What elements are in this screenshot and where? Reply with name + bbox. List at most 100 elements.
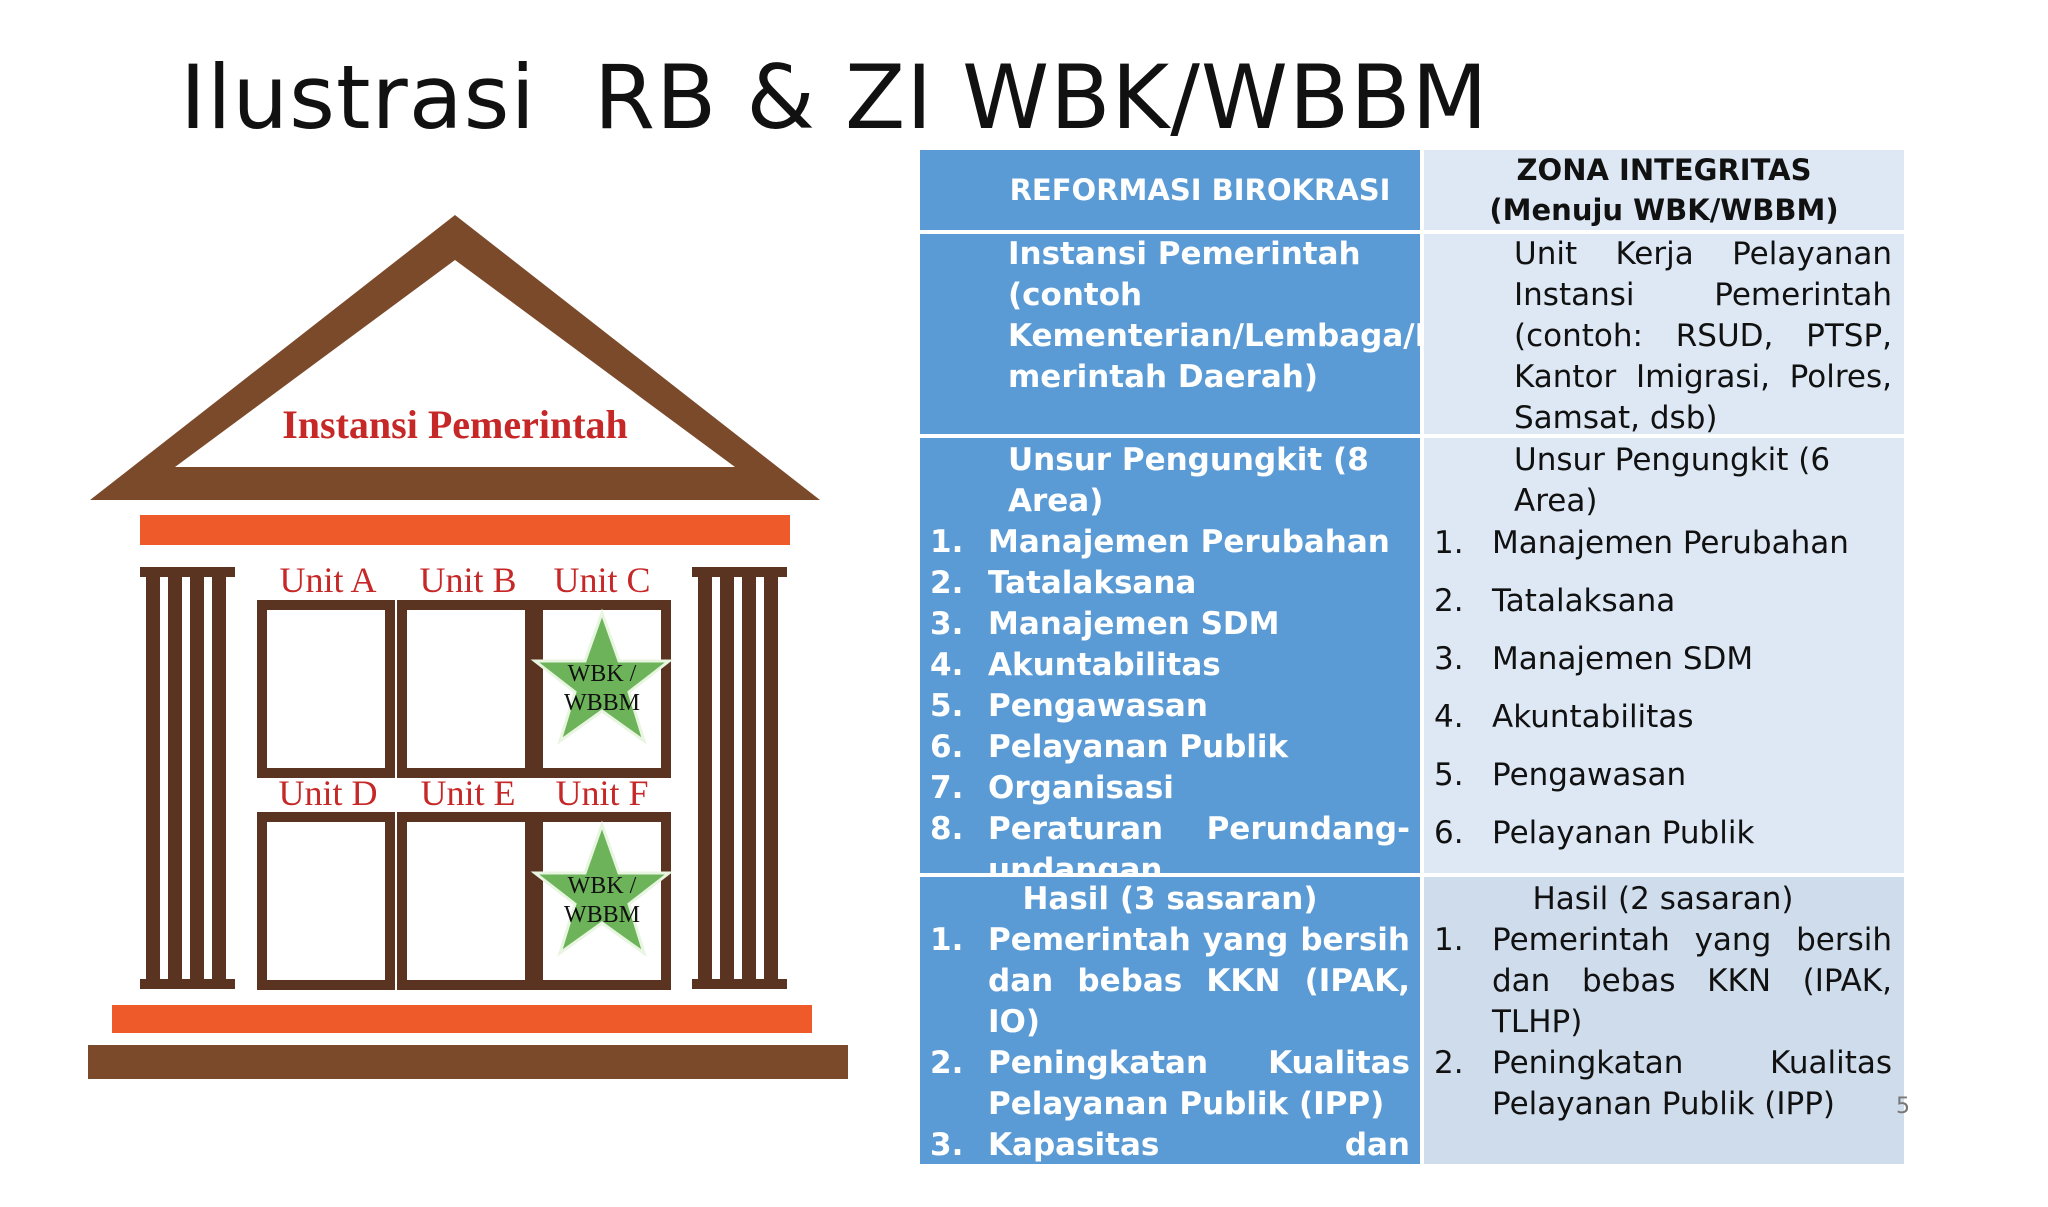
row3-left-title: Hasil (3 sasaran) — [1022, 881, 1318, 917]
column-reformasi-birokrasi: REFORMASI BIROKRASI Instansi Pemerintah … — [920, 150, 1459, 1204]
unit-a-box — [257, 600, 395, 778]
item-text: Akuntabilitas — [988, 647, 1221, 683]
list-item: 1. Pemerintah yang bersih dan bebas KKN (… — [930, 920, 1410, 1043]
row2-right-list: 1. Manajemen Perubahan 2.Tatalaksana 3. Ma… — [1434, 514, 1892, 862]
row3-right-cell: Hasil (2 sasaran) 1. Pemerintah yang bers… — [1424, 877, 1904, 1164]
item-text: Tatalaksana — [1492, 583, 1676, 619]
slide-title: Ilustrasi RB & ZI WBK/WBBM — [180, 46, 1489, 149]
list-item: 4. Akuntabilitas — [930, 645, 1410, 686]
row1-left-line2: (contoh — [1008, 277, 1143, 313]
roof-inner — [175, 260, 735, 467]
row1-right-cell: Unit Kerja Pelayanan Instansi Pemerintah… — [1424, 234, 1904, 436]
item-text: Kapasitas dan Akuntabilitas (AKIP,IJ) — [988, 1127, 1410, 1204]
item-num: 5. — [930, 688, 964, 724]
list-item: 3. Kapasitas dan Akuntabilitas (AKIP,IJ) — [930, 1125, 1410, 1207]
row1-left-cell: Instansi Pemerintah (contoh Kementerian/… — [920, 234, 1459, 434]
comparison-table: REFORMASI BIROKRASI Instansi Pemerintah … — [920, 150, 2048, 1204]
item-num: 4. — [1434, 699, 1464, 735]
item-num: 3. — [930, 606, 964, 642]
item-num: 5. — [1434, 757, 1464, 793]
unit-d-box — [257, 812, 395, 990]
item-num: 8. — [930, 811, 964, 847]
item-num: 1. — [930, 922, 964, 958]
badge-f-line1: WBK / — [568, 873, 637, 899]
header-right-cell: ZONA INTEGRITAS (Menuju WBK/WBBM) — [1424, 150, 1904, 230]
item-text: Pelayanan Publik — [1492, 815, 1755, 851]
row1-left-line3: Kementerian/Lembaga/Pe — [1008, 318, 1459, 354]
badge-c-line2: WBBM — [564, 690, 640, 716]
page-number: 5 — [1896, 1094, 1910, 1119]
row3-left-list: 1. Pemerintah yang bersih dan bebas KKN (… — [930, 920, 1410, 1207]
list-item: 8. Peraturan Perundang-undangan — [930, 809, 1410, 891]
item-num: 1. — [1434, 922, 1464, 958]
row3-right-list: 1. Pemerintah yang bersih dan bebas KKN (… — [1434, 920, 1892, 1125]
list-item: 5. Pengawasan — [1434, 746, 1892, 804]
row1-right-text: Unit Kerja Pelayanan Instansi Pemerintah… — [1514, 236, 1892, 436]
foundation — [88, 1045, 848, 1079]
badge-f-line2: WBBM — [564, 902, 640, 928]
item-num: 3. — [930, 1127, 964, 1163]
item-num: 2. — [1434, 1045, 1464, 1081]
item-text: Pemerintah yang bersih dan bebas KKN (IP… — [988, 922, 1410, 1040]
list-item: 2.Tatalaksana — [930, 563, 1410, 604]
item-text: Pengawasan — [1492, 757, 1687, 793]
wbk-badge-unit-c: WBK / WBBM — [530, 608, 674, 745]
item-num: 2. — [930, 1045, 964, 1081]
list-item: 7. Organisasi — [930, 768, 1410, 809]
header-right-line2: (Menuju WBK/WBBM) — [1489, 193, 1839, 227]
row2-left-title: Unsur Pengungkit (8 Area) — [1008, 442, 1369, 519]
list-item: 1. Manajemen Perubahan — [1434, 514, 1892, 572]
unit-e-box — [397, 812, 535, 990]
unit-f-label: Unit F — [555, 773, 648, 813]
list-item: 2.Tatalaksana — [1434, 572, 1892, 630]
item-num: 1. — [930, 524, 964, 560]
item-text: Manajemen Perubahan — [1492, 525, 1849, 561]
row1-left-line4: merintah Daerah) — [1008, 359, 1319, 395]
roof-label: Instansi Pemerintah — [282, 402, 628, 447]
item-text: Manajemen Perubahan — [988, 524, 1390, 560]
unit-b-label: Unit B — [419, 560, 516, 600]
row2-left-list: 1. Manajemen Perubahan 2.Tatalaksana 3.Ma… — [930, 522, 1410, 891]
unit-e-label: Unit E — [421, 773, 516, 813]
item-num: 1. — [1434, 525, 1464, 561]
item-text: Peraturan Perundang-undangan — [988, 811, 1410, 888]
list-item: 6. Pelayanan Publik — [1434, 804, 1892, 862]
item-text: Pelayanan Publik — [988, 729, 1289, 765]
row3-right-title: Hasil (2 sasaran) — [1532, 881, 1794, 917]
item-num: 7. — [930, 770, 964, 806]
item-text: Peningkatan Kualitas Pelayanan Publik (I… — [988, 1045, 1410, 1122]
unit-c-label: Unit C — [553, 560, 650, 600]
row1-left-line1: Instansi Pemerintah — [1008, 236, 1361, 272]
item-num: 6. — [1434, 815, 1464, 851]
unit-d-label: Unit D — [279, 773, 378, 813]
item-text: Peningkatan Kualitas Pelayanan Publik (I… — [1492, 1045, 1892, 1122]
header-left-cell: REFORMASI BIROKRASI — [920, 150, 1420, 230]
list-item: 5.Pengawasan — [930, 686, 1410, 727]
item-num: 3. — [1434, 641, 1464, 677]
item-text: Pemerintah yang bersih dan bebas KKN (IP… — [1492, 922, 1892, 1040]
item-num: 4. — [930, 647, 964, 683]
list-item: 2. Peningkatan Kualitas Pelayanan Publik … — [930, 1043, 1410, 1125]
badge-c-line1: WBK / — [568, 661, 637, 687]
header-right: ZONA INTEGRITAS (Menuju WBK/WBBM) — [1424, 150, 1904, 230]
list-item: 6. Pelayanan Publik — [930, 727, 1410, 768]
bottom-beam — [112, 1005, 812, 1033]
item-text: Akuntabilitas — [1492, 699, 1694, 735]
list-item: 4. Akuntabilitas — [1434, 688, 1892, 746]
left-pillar — [140, 567, 235, 989]
row3-left-cell: Hasil (3 sasaran) 1. Pemerintah yang bers… — [920, 877, 1420, 1204]
header-right-line1: ZONA INTEGRITAS — [1516, 153, 1812, 187]
item-num: 6. — [930, 729, 964, 765]
list-item: 1. Manajemen Perubahan — [930, 522, 1410, 563]
item-text: Organisasi — [988, 770, 1174, 806]
list-item: 3. Manajemen SDM — [1434, 630, 1892, 688]
unit-a-label: Unit A — [279, 560, 376, 600]
building-illustration: Instansi Pemerintah Unit A Unit B Unit C — [80, 205, 860, 1105]
wbk-badge-unit-f: WBK / WBBM — [530, 820, 674, 957]
list-item: 3.Manajemen SDM — [930, 604, 1410, 645]
list-item: 1. Pemerintah yang bersih dan bebas KKN (… — [1434, 920, 1892, 1043]
row2-right-title: Unsur Pengungkit (6 Area) — [1514, 442, 1831, 519]
item-text: Manajemen SDM — [1492, 641, 1754, 677]
header-left: REFORMASI BIROKRASI — [1009, 172, 1391, 207]
item-num: 2. — [930, 565, 964, 601]
